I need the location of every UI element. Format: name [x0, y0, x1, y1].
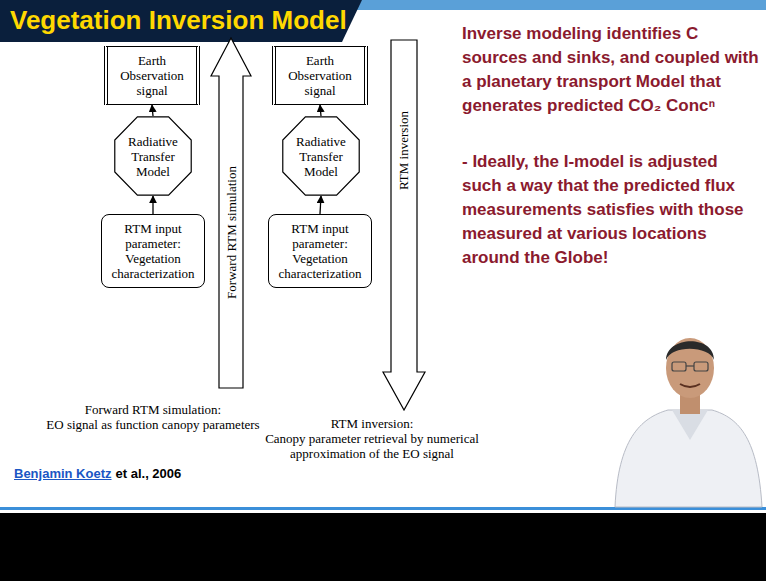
caption-heading: RTM inversion:	[331, 416, 414, 431]
title-bar	[0, 0, 362, 42]
node-label: Radiative Transfer Model	[290, 134, 352, 179]
citation-text: et al., 2006	[116, 466, 182, 481]
node-label: Radiative Transfer Model	[122, 134, 184, 179]
citation-link: Benjamin Koetz	[14, 466, 112, 481]
node-text: Earth Observation signal	[108, 49, 196, 102]
caption-heading: Forward RTM simulation:	[85, 402, 221, 417]
note-paragraph: - Ideally, the I-model is adjusted such …	[462, 150, 760, 270]
flow-arrow	[320, 196, 321, 214]
flow-arrow	[152, 196, 153, 214]
signal-box: Earth Observation signal	[272, 46, 368, 105]
flow-arrow	[152, 105, 153, 116]
arrow-label: Forward RTM simulation	[223, 166, 238, 299]
node-label: Earth Observation signal	[112, 53, 192, 98]
node-text: Radiative Transfer Model	[282, 130, 360, 183]
flow-arrow	[320, 105, 321, 116]
citation: Benjamin Koetz et al., 2006	[14, 466, 181, 482]
node-text: Earth Observation signal	[276, 49, 364, 102]
caption-text: approximation of the EO signal	[290, 446, 454, 461]
presenter-figure	[615, 338, 762, 507]
footer-band	[0, 513, 766, 581]
node-label: RTM input parameter: Vegetation characte…	[273, 221, 367, 281]
slide-title: Vegetation Inversion Model	[10, 5, 347, 35]
note-paragraph: Inverse modeling identifies C sources an…	[462, 22, 760, 118]
arrow-label: RTM inversion	[397, 110, 412, 189]
node-label: Earth Observation signal	[280, 53, 360, 98]
input-box: RTM input parameter: Vegetation characte…	[268, 214, 372, 288]
caption-text: EO signal as function canopy parameters	[46, 417, 259, 432]
node-label: RTM input parameter: Vegetation characte…	[106, 221, 200, 281]
node-text: RTM input parameter: Vegetation characte…	[269, 217, 371, 285]
caption-text: Canopy parameter retrieval by numerical	[265, 431, 479, 446]
model-octagon: Radiative Transfer Model	[114, 116, 192, 196]
input-box: RTM input parameter: Vegetation characte…	[101, 214, 205, 288]
hollow-arrow-down	[383, 40, 425, 410]
node-text: RTM input parameter: Vegetation characte…	[102, 217, 204, 285]
model-octagon: Radiative Transfer Model	[282, 116, 360, 196]
signal-box: Earth Observation signal	[104, 46, 200, 105]
node-text: Radiative Transfer Model	[114, 130, 192, 183]
hollow-arrow-up	[211, 38, 251, 388]
